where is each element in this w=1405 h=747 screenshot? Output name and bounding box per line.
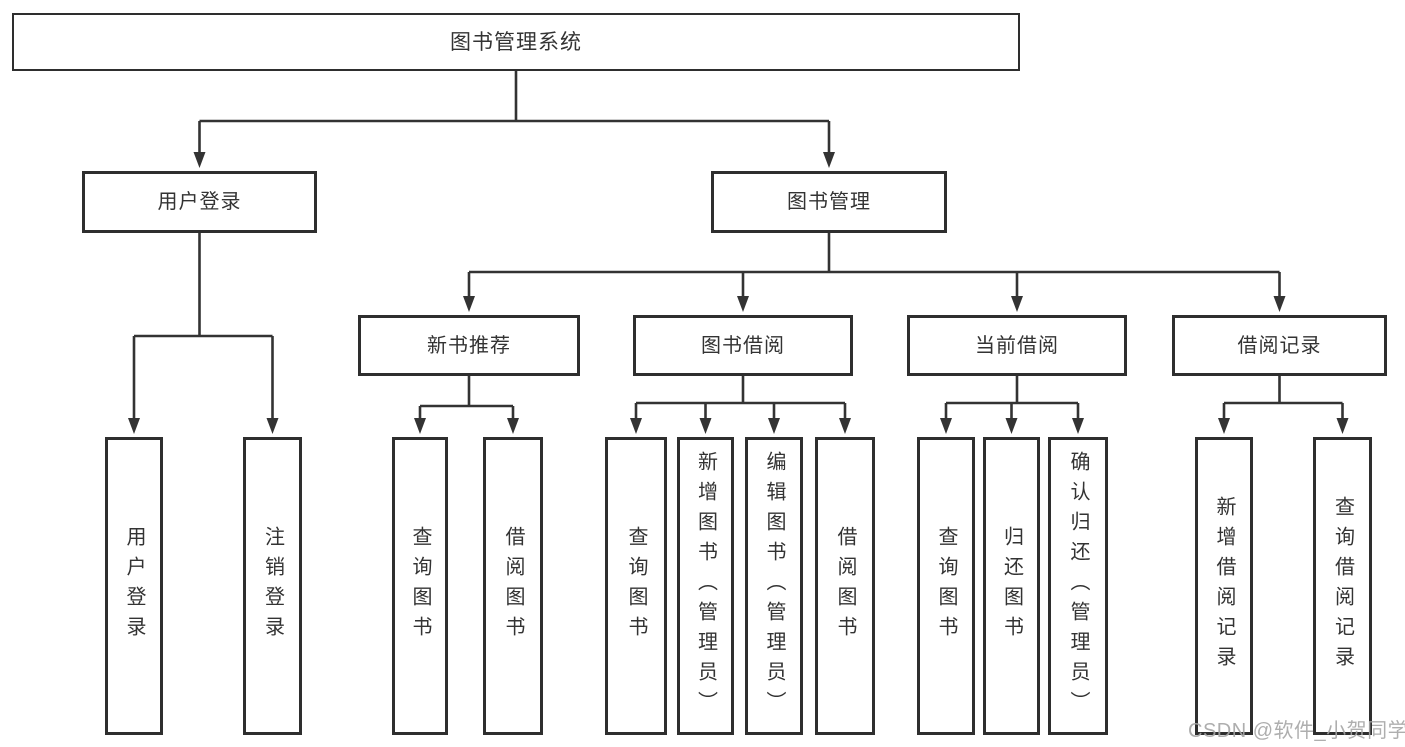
node-current-borrow: 当前借阅 [907,315,1127,376]
leaf-query-book-recommend: 查询图书 [392,437,448,735]
leaf-borrow-book: 借阅图书 [815,437,875,735]
leaf-confirm-return-admin: 确认归还（管理员） [1048,437,1108,735]
leaf-query-book-current: 查询图书 [917,437,975,735]
leaf-query-book-borrow: 查询图书 [605,437,667,735]
node-new-book-recommend: 新书推荐 [358,315,580,376]
node-user-login: 用户登录 [82,171,317,233]
leaf-query-borrow-record: 查询借阅记录 [1313,437,1372,735]
node-book-management: 图书管理 [711,171,947,233]
leaf-return-book: 归还图书 [983,437,1040,735]
node-book-borrow: 图书借阅 [633,315,853,376]
leaf-user-login: 用户登录 [105,437,163,735]
leaf-logout: 注销登录 [243,437,302,735]
node-library-management-system: 图书管理系统 [12,13,1020,71]
node-borrow-record: 借阅记录 [1172,315,1387,376]
leaf-add-borrow-record: 新增借阅记录 [1195,437,1253,735]
leaf-borrow-book-recommend: 借阅图书 [483,437,543,735]
leaf-add-book-admin: 新增图书（管理员） [677,437,734,735]
csdn-watermark: CSDN @软件_小贺同学 [1188,720,1405,742]
leaf-edit-book-admin: 编辑图书（管理员） [745,437,803,735]
